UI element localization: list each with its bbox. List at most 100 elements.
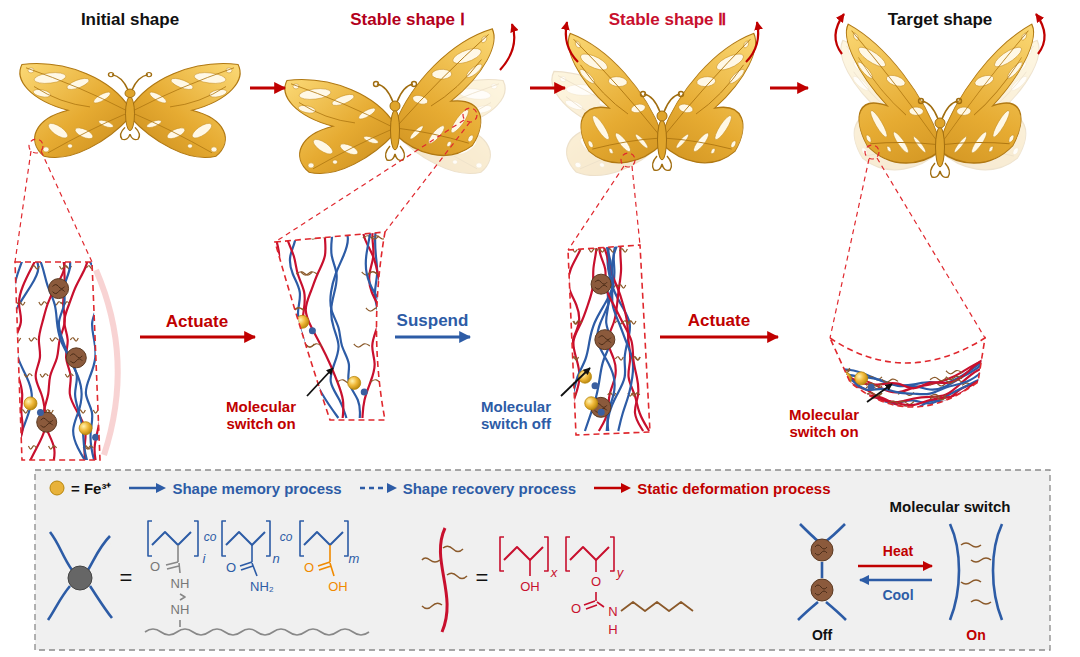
label-holder: NH [171, 577, 190, 591]
shape-stage: Stable shape Ⅰ [285, 4, 530, 194]
side-chain [362, 272, 378, 275]
acrylamide-chain [567, 233, 623, 431]
acrylamide-chain [330, 220, 360, 418]
network-state: Molecular switch on [215, 228, 395, 432]
subscript: i [203, 551, 206, 566]
label-holder: Actuate [166, 313, 228, 332]
label-holder: = [120, 566, 133, 590]
heat-arrow [858, 565, 932, 568]
side-chain [946, 370, 962, 373]
pointer-arrows [307, 368, 892, 402]
label-holder: O [571, 602, 581, 616]
ghost-bend [96, 270, 118, 455]
side-chain [259, 236, 275, 239]
side-chain [50, 338, 58, 341]
label-holder: i [203, 552, 206, 566]
label-holder: co [280, 531, 293, 544]
equals-sign: = [476, 565, 489, 590]
crosslink-point [598, 409, 605, 416]
label-holder: Molecular switch [890, 499, 1011, 516]
fe-ion [585, 397, 598, 410]
side-chain [49, 446, 57, 449]
arrow-head [387, 483, 397, 493]
label-holder: co [204, 531, 217, 544]
side-chain [269, 236, 285, 239]
atom-label: O [571, 601, 581, 616]
side-chain [366, 308, 382, 311]
butterfly-one-wing [285, 27, 505, 181]
atom-label: O [226, 560, 236, 575]
panel-network [553, 233, 649, 431]
side-chain [930, 397, 946, 400]
side-chain [962, 392, 978, 395]
side-chain [390, 380, 406, 383]
side-chain [376, 344, 392, 347]
switch-on-glyph [950, 524, 1002, 620]
fe-ion [838, 372, 851, 385]
side-chain [283, 380, 299, 383]
atom-label: O [150, 559, 160, 574]
pva-glyph [422, 528, 467, 632]
legend-text: Shape memory process [172, 480, 341, 497]
crosslink-point [37, 409, 44, 416]
label-holder: NH₂ [250, 580, 274, 594]
cluster-texture [599, 336, 611, 345]
legend-text: Shape recovery process [403, 480, 576, 497]
butterfly-flat [20, 64, 240, 158]
state-label: Off [812, 627, 832, 643]
cluster-texture [595, 280, 607, 289]
pva-chain [275, 220, 315, 418]
side-chain [618, 285, 626, 288]
arrow-head [621, 483, 631, 493]
stage-title: Stable shape Ⅰ [350, 10, 465, 30]
butterfly-target [841, 22, 1039, 198]
atom-label: N [608, 604, 617, 619]
butterfly-two-wings [552, 32, 756, 192]
side-chain [292, 380, 308, 383]
stage-title: Target shape [888, 10, 993, 30]
side-chain [277, 344, 293, 347]
crosslink-glyph [48, 532, 112, 620]
side-chain [278, 308, 294, 311]
label-holder: x [551, 566, 558, 580]
copolymer-mark: co [204, 530, 217, 544]
label-holder: On [966, 628, 985, 643]
side-chain [24, 374, 32, 377]
side-chain [70, 338, 78, 341]
side-chain [818, 381, 834, 384]
process-arrow [395, 336, 470, 339]
legend-sample [358, 480, 398, 496]
side-chain [632, 393, 640, 396]
process-arrow [250, 87, 285, 90]
legend-box [35, 470, 1050, 650]
side-chain [946, 376, 962, 379]
side-chain [85, 446, 93, 449]
switch-off-glyph [798, 524, 846, 620]
fe-ion [24, 397, 37, 410]
crosslink-point [868, 384, 875, 391]
cool-arrow [860, 579, 932, 582]
label-holder: O [150, 560, 160, 574]
shape-stage: Initial shape [10, 4, 250, 194]
process-arrow [530, 87, 565, 90]
stimulus-label: Cool [882, 587, 913, 603]
process-arrow [660, 336, 778, 339]
process-arrow [770, 87, 808, 90]
edge-label-holder: Suspend [397, 312, 469, 331]
switch-state-label: Molecular switch on [215, 398, 307, 433]
side-chain [553, 393, 561, 396]
process-label: Actuate [166, 312, 228, 331]
shape-stage: Target shape [808, 4, 1072, 194]
label-holder: m [349, 552, 360, 566]
cluster-texture [41, 418, 53, 427]
acrylamide-chain [818, 368, 994, 411]
side-chain [615, 357, 623, 360]
side-chain [571, 357, 579, 360]
side-chain [558, 285, 566, 288]
pva-chain [306, 220, 344, 418]
actuate-arrow [140, 336, 255, 339]
label-holder: n [272, 552, 279, 566]
pva-chain [818, 366, 994, 408]
side-chain [632, 357, 640, 360]
side-chain [39, 302, 47, 305]
